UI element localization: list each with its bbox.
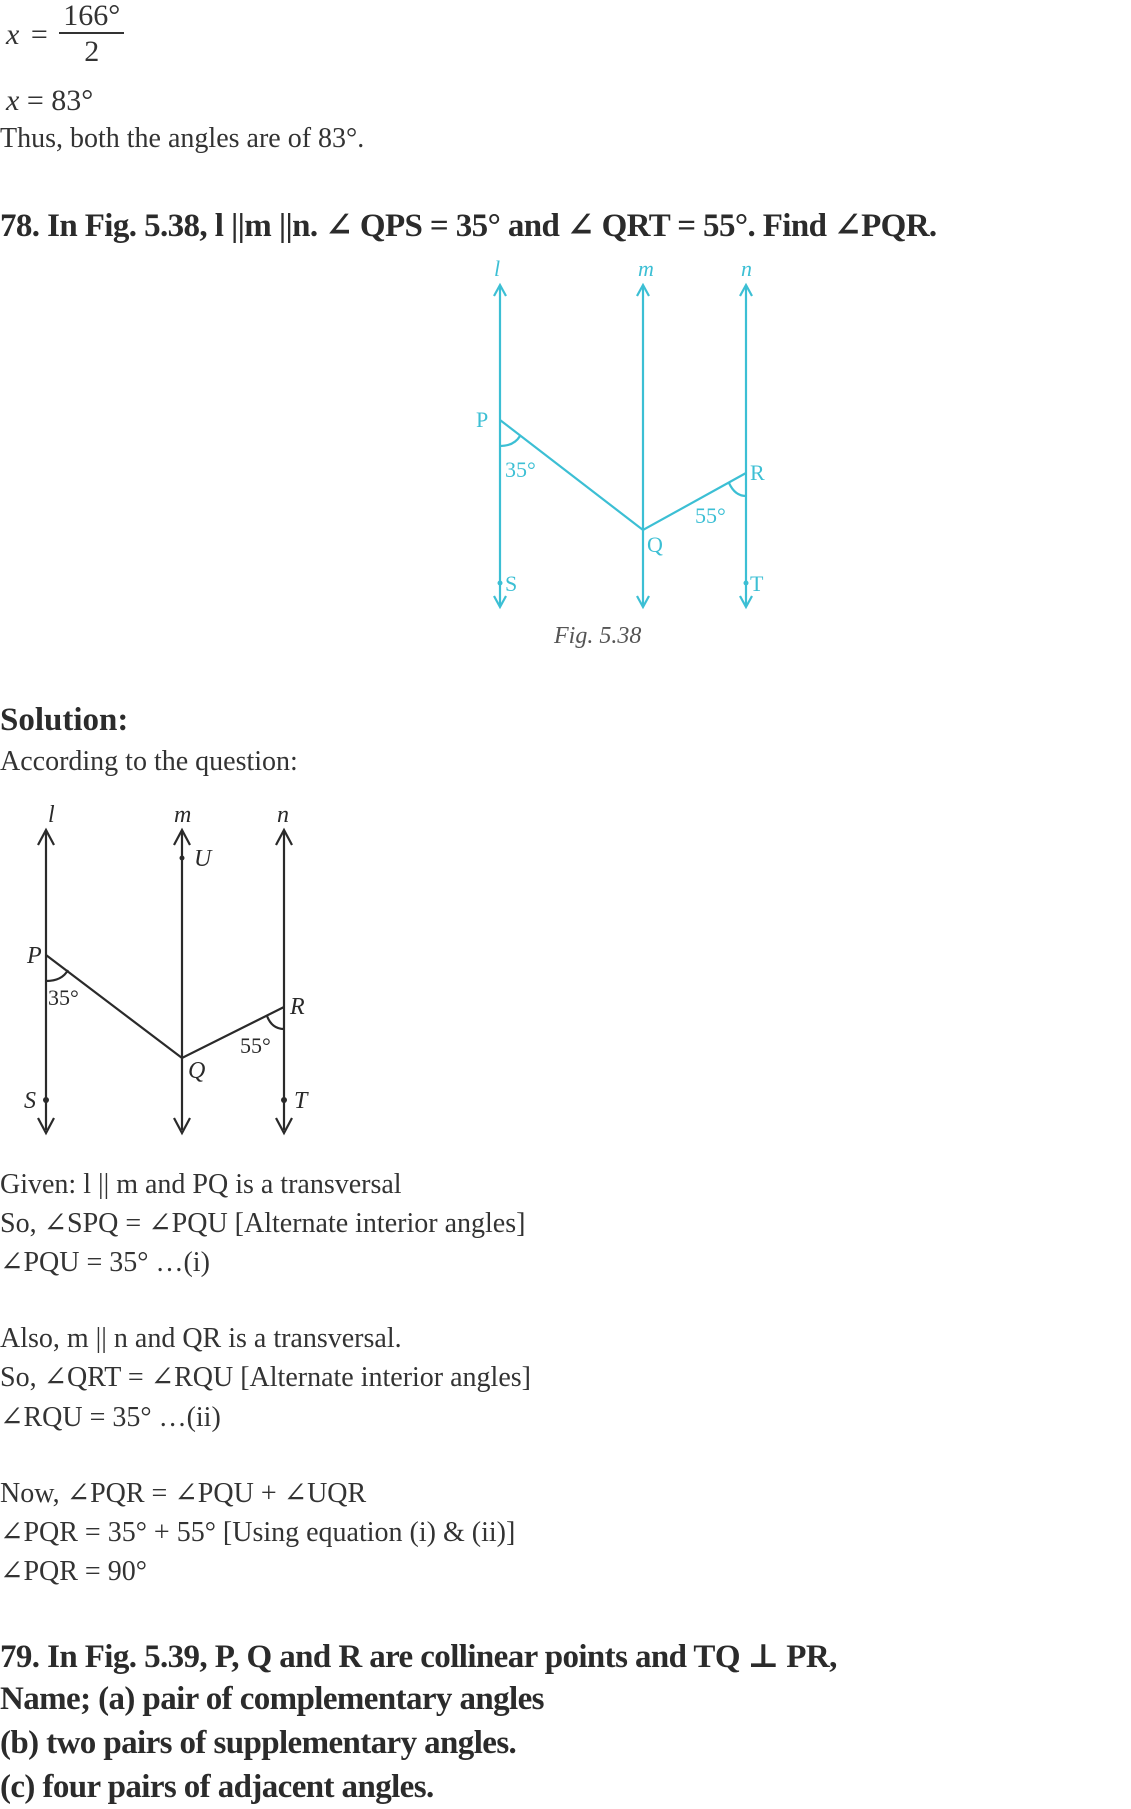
fig-label-l: l [494,256,500,281]
solution-line-alt-2: So, ∠QRT = ∠RQU [Alternate interior angl… [0,1362,531,1393]
sol-point-t: T [294,1088,309,1114]
sol-point-q: Q [188,1058,205,1084]
eq2-variable: x [6,84,20,117]
fraction-numerator: 166° [59,0,125,34]
fig-angle-55: 55° [695,503,726,528]
solution-line-alt-1: So, ∠SPQ = ∠PQU [Alternate interior angl… [0,1208,526,1239]
sol-point-r: R [289,994,305,1020]
question-79-line-2: Name; (a) pair of complementary angles [0,1681,544,1717]
fig-angle-35: 35° [505,457,536,482]
solution-line-sum: ∠PQR = 35° + 55° [Using equation (i) & (… [0,1517,516,1548]
eq1-equals: = [30,18,48,51]
fig-point-q: Q [647,532,663,557]
question-78-heading: 78. In Fig. 5.38, l ||m ||n. ∠ QPS = 35°… [0,208,937,244]
fraction-denominator: 2 [84,35,100,68]
solution-intro: According to the question: [0,746,298,777]
sol-point-u: U [194,846,213,872]
solution-line-result: ∠PQR = 90° [0,1556,147,1587]
fig-point-p: P [476,407,488,432]
solution-line-also: Also, m || n and QR is a transversal. [0,1323,402,1354]
solution-line-given: Given: l || m and PQ is a transversal [0,1169,402,1200]
question-79-line-3: (b) two pairs of supplementary angles. [0,1725,517,1761]
sol-angle-55: 55° [240,1033,271,1058]
fig-label-n: n [741,256,752,281]
sol-label-m: m [174,802,191,828]
fig-point-s: S [505,571,517,596]
figure-caption: Fig. 5.38 [553,623,641,649]
eq1-variable: x [6,18,20,51]
figure-5-38: l m n P 35° R 55° Q S T Fig. 5.38 [476,256,765,649]
question-79-line-4: (c) four pairs of adjacent angles. [0,1769,434,1805]
fig-point-t: T [750,571,764,596]
solution-line-now: Now, ∠PQR = ∠PQU + ∠UQR [0,1478,367,1509]
sol-label-l: l [48,802,55,828]
question-79-line-1: 79. In Fig. 5.39, P, Q and R are colline… [0,1639,837,1675]
solution-line-eq-i: ∠PQU = 35° …(i) [0,1247,210,1278]
fraction: 166° 2 [59,0,125,70]
sol-label-n: n [277,802,289,828]
fig-label-m: m [638,256,654,281]
conclusion-text: Thus, both the angles are of 83°. [0,123,365,154]
sol-point-p: P [26,943,42,969]
solution-heading: Solution: [0,702,129,738]
equation-x-value: x = 83° [6,84,93,118]
fig-point-r: R [750,460,765,485]
solution-figure: l m n U P R Q S T 35° 55° [24,802,309,1136]
solution-line-eq-ii: ∠RQU = 35° …(ii) [0,1402,221,1433]
eq2-value: = 83° [26,84,94,117]
equation-x-fraction: x = 166° 2 [6,0,125,70]
sol-angle-35: 35° [48,985,79,1010]
sol-point-s: S [24,1088,36,1114]
